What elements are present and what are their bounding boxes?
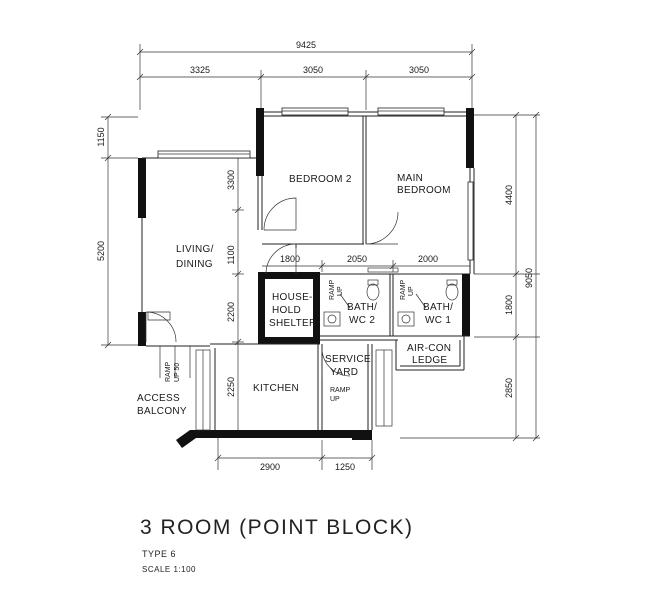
ramp-2-label-a: RAMP [400, 279, 407, 300]
dim-bottom-2: 1250 [335, 462, 355, 472]
floor-plan-drawing: 9425 3325 3050 3050 1150 5200 3300 1100 … [96, 40, 540, 472]
dim-top-2: 3050 [303, 65, 323, 75]
label-service-1: SERVICE [325, 354, 371, 365]
ramp-3-label-a: RAMP [330, 387, 351, 394]
label-balcony-1: ACCESS [137, 393, 180, 404]
left-dimensions: 1150 5200 3300 1100 2200 2250 [96, 113, 244, 430]
dim-top-1: 3325 [190, 65, 210, 75]
doors [145, 197, 399, 378]
windows [157, 107, 474, 261]
ramp-1-label-b: UP [337, 286, 344, 296]
label-kitchen: KITCHEN [253, 383, 299, 394]
label-service-2: YARD [330, 367, 358, 378]
plan-scale: SCALE 1:100 [142, 565, 196, 574]
plan-title: 3 ROOM (POINT BLOCK) [140, 516, 414, 539]
ramp-4-label-b: UP 50 [174, 363, 181, 382]
walls [138, 108, 475, 448]
dim-inner-2: 1100 [226, 245, 236, 264]
right-dimensions: 4400 1800 2850 9050 [400, 111, 540, 442]
dim-top-3: 3050 [409, 65, 429, 75]
ramp-3-label-b: UP [330, 396, 340, 403]
label-aircon-1: AIR-CON [407, 343, 451, 354]
plan-type: TYPE 6 [142, 549, 177, 559]
ramp-4-label-a: RAMP [165, 361, 172, 382]
dim-right-3: 2850 [504, 378, 514, 398]
dim-inner-3: 2200 [226, 302, 236, 322]
label-shelter-2: HOLD [272, 305, 301, 316]
label-bath-2-1: BATH/ [347, 302, 377, 313]
label-bath-1-2: WC 1 [425, 315, 451, 326]
label-bath-1-1: BATH/ [423, 302, 453, 313]
dim-mid-1: 1800 [280, 254, 300, 264]
label-shelter-1: HOUSE- [272, 292, 313, 303]
dim-total-width: 9425 [296, 40, 316, 50]
dim-left-2: 5200 [96, 241, 106, 261]
room-labels: BEDROOM 2 MAIN BEDROOM LIVING/ DINING HO… [137, 173, 453, 417]
label-shelter-3: SHELTER [269, 318, 316, 329]
label-balcony-2: BALCONY [137, 406, 187, 417]
ramp-1-label-a: RAMP [329, 279, 336, 300]
fixtures [323, 267, 459, 327]
label-aircon-2: LEDGE [412, 355, 447, 366]
label-bath-2-2: WC 2 [349, 315, 375, 326]
dim-bottom-1: 2900 [260, 462, 280, 472]
dim-inner-1: 3300 [226, 170, 236, 190]
dim-inner-4: 2250 [226, 377, 236, 397]
dim-right-1: 4400 [504, 185, 514, 205]
ramp-labels: RAMP UP RAMP UP RAMP UP RAMP UP 50 [165, 279, 415, 403]
label-living-2: DINING [176, 259, 213, 270]
ramp-2-label-b: UP [408, 286, 415, 296]
dim-mid-2: 2050 [347, 254, 367, 264]
dim-right-2: 1800 [504, 295, 514, 315]
label-main-bedroom-1: MAIN [397, 173, 423, 184]
label-living-1: LIVING/ [176, 244, 214, 255]
label-bedroom-2: BEDROOM 2 [289, 174, 352, 185]
mid-dimensions: 1800 2050 2000 [262, 254, 470, 272]
top-dimensions: 9425 3325 3050 3050 [136, 40, 476, 110]
dim-mid-3: 2000 [418, 254, 438, 264]
dim-right-total: 9050 [524, 268, 534, 288]
label-main-bedroom-2: BEDROOM [397, 185, 451, 196]
dim-left-1: 1150 [96, 127, 106, 146]
